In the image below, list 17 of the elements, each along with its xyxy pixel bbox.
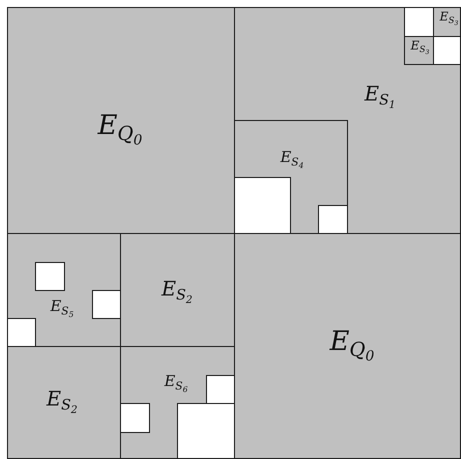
empty-square: [7, 318, 36, 347]
empty-square: [234, 177, 291, 234]
empty-square: [120, 403, 150, 433]
empty-square: [92, 290, 121, 319]
region-square: [234, 233, 461, 459]
empty-square: [206, 375, 235, 404]
region-square: [7, 346, 121, 459]
region-square: [120, 233, 235, 347]
empty-square: [177, 403, 235, 459]
empty-square: [35, 262, 65, 291]
region-square: [234, 7, 461, 234]
region-square: [7, 233, 121, 347]
region-square: [7, 7, 235, 234]
empty-square: [318, 205, 348, 234]
region-square: [234, 120, 348, 234]
region-square: [120, 346, 235, 459]
region-square: [404, 36, 434, 65]
